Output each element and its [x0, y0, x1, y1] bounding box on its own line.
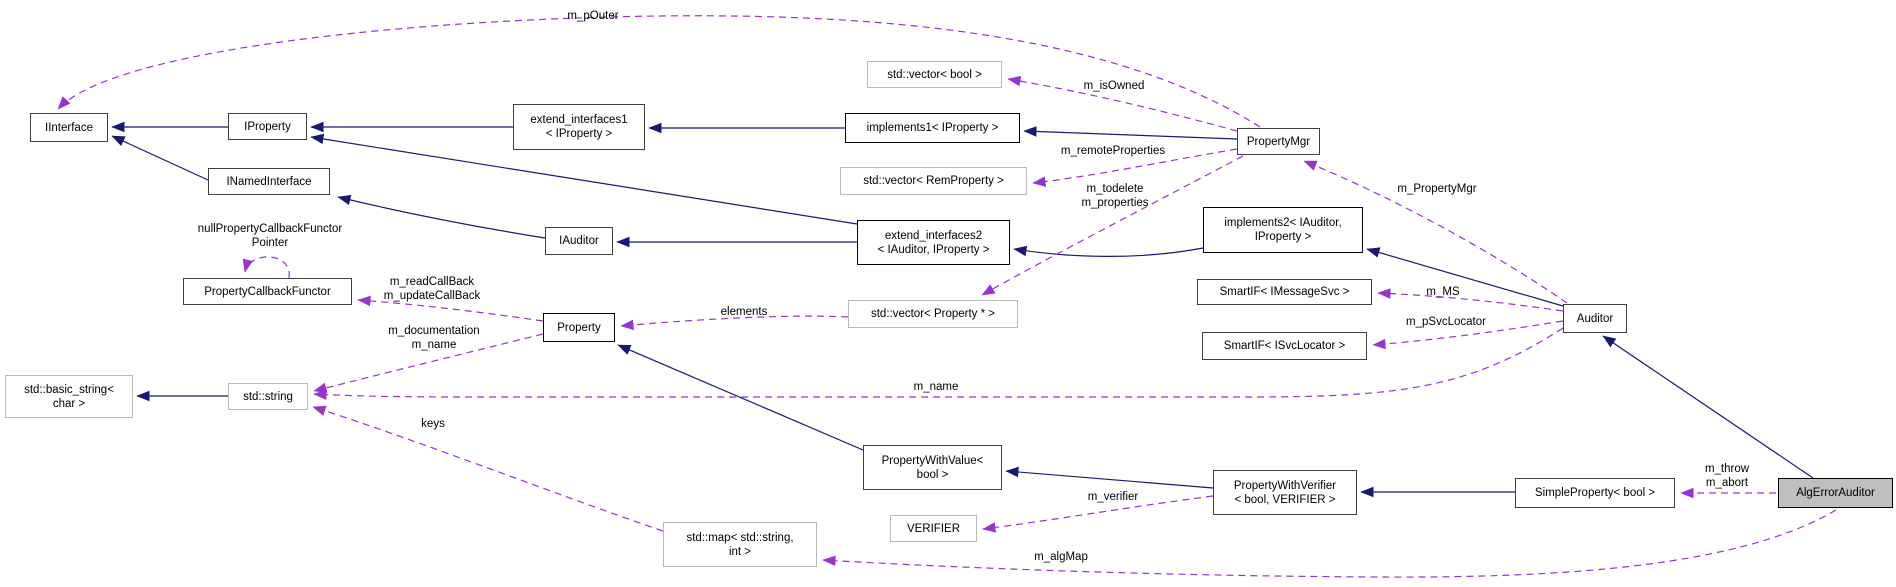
edge-auditor-to-implements2 — [1366, 247, 1564, 307]
edge-algerrorauditor-m-algmap — [822, 509, 1837, 578]
class-node-std-map[interactable]: std::map< std::string, int > — [663, 522, 817, 567]
edge-functor-self-loop — [242, 256, 290, 279]
class-node-propertymgr[interactable]: PropertyMgr — [1237, 128, 1320, 155]
class-node-simpleproperty[interactable]: SimpleProperty< bool > — [1515, 478, 1675, 508]
class-node-property[interactable]: Property — [543, 313, 615, 342]
class-node-extend-interfaces2[interactable]: extend_interfaces2 < IAuditor, IProperty… — [857, 220, 1010, 265]
edge-propertymgr-m-pouter — [57, 15, 1261, 128]
class-node-iauditor[interactable]: IAuditor — [545, 227, 613, 255]
edge-propertymgr-to-implements1 — [1023, 126, 1238, 140]
edge-auditor-m-psvclocator — [1372, 320, 1564, 350]
class-node-inamedinterface[interactable]: INamedInterface — [208, 168, 330, 195]
edge-propertywithverifier-m-verifier — [982, 495, 1214, 533]
edge-vectorproperty-elements — [620, 315, 849, 331]
class-node-propertywithverifier[interactable]: PropertyWithVerifier < bool, VERIFIER > — [1213, 470, 1357, 515]
edge-stdmap-keys — [312, 405, 664, 532]
edge-extendinterfaces2-to-iproperty — [310, 133, 858, 225]
class-node-propertycallbackfunctor[interactable]: PropertyCallbackFunctor — [183, 278, 352, 305]
edge-propertywithverifier-to-propertywithvalue — [1005, 466, 1214, 489]
edge-property-m-readcallback — [357, 295, 544, 322]
class-node-iproperty[interactable]: IProperty — [228, 113, 307, 140]
class-node-smartif-imessagesvc[interactable]: SmartIF< IMessageSvc > — [1197, 279, 1372, 305]
class-node-propertywithvalue[interactable]: PropertyWithValue< bool > — [863, 445, 1002, 490]
edge-property-m-documentation — [313, 333, 544, 394]
class-node-auditor[interactable]: Auditor — [1563, 304, 1627, 333]
edge-propertymgr-m-remoteproperties — [1032, 148, 1238, 187]
class-node-iinterface[interactable]: IInterface — [30, 113, 108, 142]
class-node-implements2[interactable]: implements2< IAuditor, IProperty > — [1203, 207, 1363, 253]
edge-propertywithvalue-to-property — [617, 344, 864, 451]
edge-algerrorauditor-to-auditor — [1602, 335, 1814, 479]
class-node-algerrorauditor[interactable]: AlgErrorAuditor — [1778, 478, 1893, 508]
class-node-extend-interfaces1[interactable]: extend_interfaces1 < IProperty > — [513, 104, 645, 150]
edge-iauditor-to-inamedinterface — [337, 194, 546, 239]
class-node-std-basic-string[interactable]: std::basic_string< char > — [5, 375, 133, 418]
class-node-std-string[interactable]: std::string — [228, 383, 308, 410]
class-node-smartif-isvclocator[interactable]: SmartIF< ISvcLocator > — [1202, 332, 1367, 360]
edge-auditor-m-name — [313, 327, 1564, 400]
edge-auditor-m-ms — [1377, 288, 1564, 312]
edge-inamedinterface-to-iinterface — [111, 135, 209, 181]
edge-propertymgr-m-todelete-properties — [981, 155, 1244, 296]
class-node-std-vector-property-ptr[interactable]: std::vector< Property * > — [848, 300, 1018, 328]
class-node-verifier[interactable]: VERIFIER — [890, 515, 977, 542]
class-node-std-vector-remproperty[interactable]: std::vector< RemProperty > — [840, 167, 1027, 195]
class-node-implements1[interactable]: implements1< IProperty > — [845, 113, 1020, 143]
edge-propertymgr-m-isowned — [1007, 75, 1238, 132]
class-node-std-vector-bool[interactable]: std::vector< bool > — [867, 61, 1002, 88]
edge-implements2-to-extendinterfaces2 — [1013, 245, 1204, 257]
edge-auditor-m-propertymgr — [1303, 160, 1568, 304]
